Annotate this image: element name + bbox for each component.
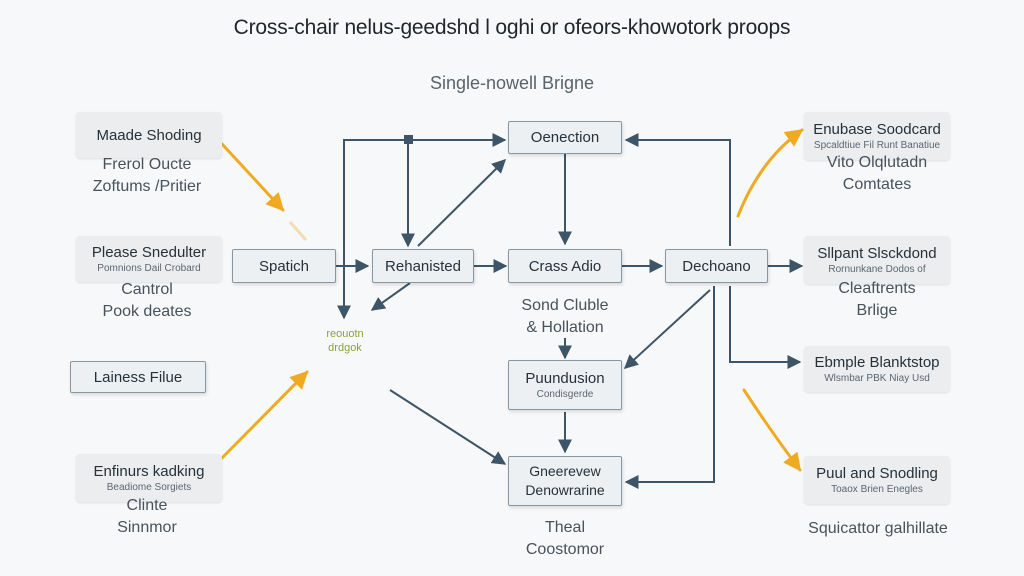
spatich-label: Spatich — [258, 257, 310, 275]
enfinurs-caption-line-1: Clinte — [126, 497, 168, 514]
theal-caption: Theal Coostomor — [490, 517, 640, 561]
puul-caption: Squicattor galhillate — [786, 518, 970, 540]
orange-arrow-enubase — [736, 128, 804, 218]
connector-right-top — [624, 133, 731, 246]
arrow-rehanisted-to-oenection — [417, 159, 506, 247]
sllpant-caption-line-1: Cleaftrents — [838, 280, 916, 297]
ebmple-blanktstop-title: Ebmple Blanktstop — [814, 354, 940, 371]
ebmple-blanktstop-box: Ebmple Blanktstop Wlsmbar PBK Niay Usd — [804, 346, 950, 392]
puundusion-sub: Condisgerde — [536, 389, 594, 400]
crass-adio-label: Crass Adio — [528, 257, 602, 275]
enfinurs-caption-line-2: Sinnmor — [117, 519, 177, 536]
connector-right-bottom — [729, 286, 802, 369]
theal-caption-line-2: Coostomor — [525, 541, 605, 558]
dechoano-label: Dechoano — [682, 257, 751, 275]
lainess-filue-title: Lainess Filue — [93, 368, 183, 386]
oenection-label: Oenection — [530, 129, 600, 146]
gneerevew-box: Gneerevew Denowrarine — [508, 456, 622, 506]
sllpant-caption-line-2: Brlige — [856, 302, 898, 319]
gneerevew-line-2: Denowrarine — [525, 482, 605, 498]
puul-snodling-box: Puul and Snodling Toaox Brien Enegles — [804, 456, 950, 504]
send-caption-line-2: & Hollation — [526, 319, 604, 336]
puundusion-title: Puundusion — [525, 370, 605, 387]
diagram-subtitle: Single-nowell Brigne — [429, 73, 595, 93]
connector-dechoano-to-gneerevew — [624, 286, 715, 489]
puundusion-box: Puundusion Condisgerde — [508, 360, 622, 410]
send-caption-line-1: Sond Cluble — [521, 297, 609, 314]
arrow-rehanisted-to-note — [370, 282, 411, 311]
please-caption-line-2: Pook deates — [102, 303, 192, 320]
lainess-filue-box: Lainess Filue — [70, 361, 206, 393]
madde-shoding-box: Maade Shoding — [76, 112, 222, 158]
please-caption: Cantrol Pook deates — [64, 279, 230, 323]
arrow-dechoano-to-puundusion — [623, 289, 711, 369]
orange-arrow-enfinurs — [216, 370, 309, 464]
connector-top-left — [337, 139, 408, 320]
faint-connector — [288, 221, 308, 241]
puul-snodling-title: Puul and Snodling — [816, 465, 938, 482]
rehanisted-label: Rehanisted — [385, 257, 461, 275]
gneerevew-line-1: Gneerevew — [529, 463, 601, 479]
puul-snodling-sub: Toaox Brien Enegles — [831, 484, 923, 495]
enfinurs-kadking-title: Enfinurs kadking — [93, 463, 205, 480]
orange-arrow-puul — [742, 388, 802, 472]
madde-caption-line-2: Zoftums /Pritier — [92, 178, 202, 195]
enubase-caption: Vito Olqlutadn Comtates — [796, 152, 958, 196]
diagram-title: Cross-chair nelus-geedshd l oghi or ofeo… — [233, 16, 791, 39]
ebmple-blanktstop-sub: Wlsmbar PBK Niay Usd — [824, 373, 930, 384]
enubase-caption-line-1: Vito Olqlutadn — [826, 154, 928, 171]
sllpant-slsckdond-box: Sllpant Slsckdond Rornunkane Dodos of — [804, 236, 950, 284]
junction-square — [404, 135, 413, 144]
sllpant-caption: Cleaftrents Brlige — [796, 278, 958, 322]
crass-adio-box: Crass Adio — [508, 249, 622, 283]
orange-arrow-madde — [220, 142, 285, 212]
sllpant-slsckdond-title: Sllpant Slsckdond — [817, 245, 937, 262]
green-note: reouotn drdgok — [310, 327, 380, 355]
rehanisted-box: Rehanisted — [372, 249, 474, 283]
madde-shoding-title: Maade Shoding — [96, 126, 202, 144]
arrow-lower-to-gneerevew — [389, 389, 507, 465]
send-caption: Sond Cluble & Hollation — [490, 295, 640, 339]
please-snedulter-title: Please Snedulter — [91, 244, 207, 261]
enfinurs-caption: Clinte Sinnmor — [64, 495, 230, 539]
enubase-caption-line-2: Comtates — [842, 176, 912, 193]
oenection-box: Oenection — [508, 121, 622, 154]
green-note-line-2: drdgok — [328, 342, 362, 354]
spatich-box: Spatich — [232, 249, 336, 283]
madde-caption-line-1: Frerol Oucte — [102, 156, 192, 173]
theal-caption-line-1: Theal — [544, 519, 586, 536]
sllpant-slsckdond-sub: Rornunkane Dodos of — [828, 264, 926, 275]
enubase-soodcard-title: Enubase Soodcard — [813, 121, 941, 138]
enubase-soodcard-box: Enubase Soodcard Spcaldtiue Fil Runt Ban… — [804, 112, 950, 160]
enfinurs-kadking-box: Enfinurs kadking Beadiome Sorgiets — [76, 454, 222, 502]
please-snedulter-sub: Pomnions Dail Crobard — [97, 263, 201, 274]
green-note-line-1: reouotn — [326, 328, 364, 340]
enfinurs-kadking-sub: Beadiome Sorgiets — [106, 482, 192, 493]
please-snedulter-box: Please Snedulter Pomnions Dail Crobard — [76, 236, 222, 282]
puul-caption-line-1: Squicattor galhillate — [808, 520, 948, 537]
dechoano-box: Dechoano — [665, 249, 768, 283]
please-caption-line-1: Cantrol — [121, 281, 173, 298]
madde-caption: Frerol Oucte Zoftums /Pritier — [64, 154, 230, 198]
enubase-soodcard-sub: Spcaldtiue Fil Runt Banatiue — [813, 140, 941, 151]
